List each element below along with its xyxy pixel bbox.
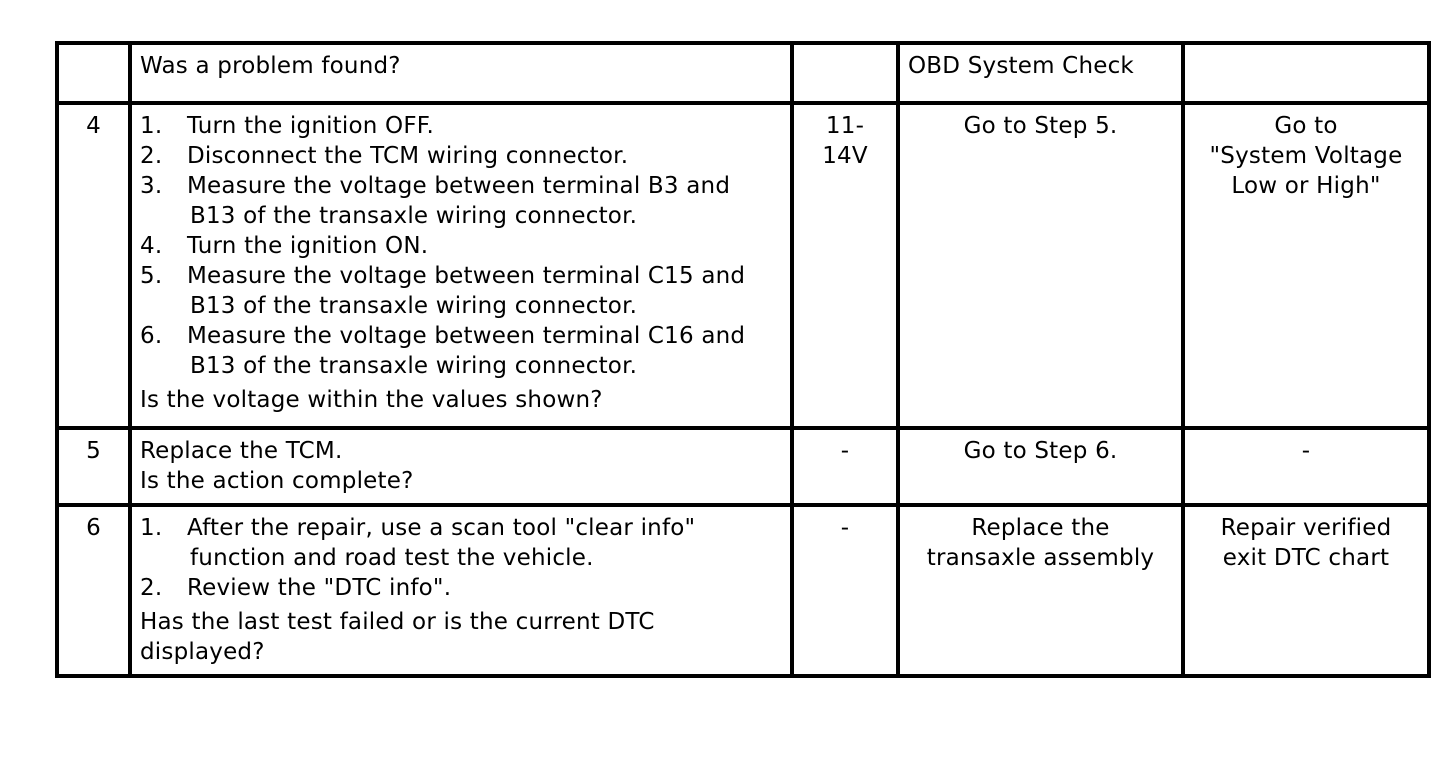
action-item: 4. Turn the ignition ON. <box>140 231 782 261</box>
action-text: Measure the voltage between terminal C16… <box>187 323 746 349</box>
step-cell: 5 <box>55 426 132 507</box>
question-text: Is the voltage within the values shown? <box>140 387 603 413</box>
action-number: 5. <box>140 263 163 289</box>
no-line: Repair verified <box>1220 515 1392 541</box>
yes-cell: Replace the transaxle assembly <box>896 503 1185 678</box>
yes-cell: OBD System Check <box>896 41 1185 105</box>
action-text: Measure the voltage between terminal B3 … <box>187 173 731 199</box>
table-row: 4 1. Turn the ignition OFF. 2. Disconnec… <box>55 101 1431 430</box>
no-line: Low or High" <box>1231 173 1381 199</box>
no-cell: - <box>1181 426 1431 507</box>
action-list: 1. Turn the ignition OFF. 2. Disconnect … <box>140 111 782 381</box>
action-list: 1. After the repair, use a scan tool "cl… <box>140 513 782 603</box>
yes-line: transaxle assembly <box>926 545 1155 571</box>
no-line: Go to <box>1274 113 1338 139</box>
action-item: 1. Turn the ignition OFF. <box>140 111 782 141</box>
value-cell <box>790 41 900 105</box>
action-item: 2. Review the "DTC info". <box>140 573 782 603</box>
value-cell: - <box>790 503 900 678</box>
action-number: 1. <box>140 113 163 139</box>
diagnostic-table: Was a problem found? OBD System Check 4 … <box>55 41 1431 678</box>
step-cell <box>55 41 132 105</box>
action-text-continued: function and road test the vehicle. <box>190 545 594 571</box>
question-line: Has the last test failed or is the curre… <box>140 609 655 635</box>
action-number: 4. <box>140 233 163 259</box>
no-cell <box>1181 41 1431 105</box>
action-cell: 1. After the repair, use a scan tool "cl… <box>128 503 794 678</box>
action-item: 6. Measure the voltage between terminal … <box>140 321 782 381</box>
step-cell: 6 <box>55 503 132 678</box>
action-number: 3. <box>140 173 163 199</box>
action-number: 1. <box>140 515 163 541</box>
table-row: 5 Replace the TCM. Is the action complet… <box>55 426 1431 507</box>
action-cell: 1. Turn the ignition OFF. 2. Disconnect … <box>128 101 794 430</box>
action-text: After the repair, use a scan tool "clear… <box>187 515 696 541</box>
value-cell: 11- 14V <box>790 101 900 430</box>
action-text: Disconnect the TCM wiring connector. <box>187 143 629 169</box>
action-text: Turn the ignition OFF. <box>187 113 435 139</box>
no-line: exit DTC chart <box>1222 545 1390 571</box>
table-row: 6 1. After the repair, use a scan tool "… <box>55 503 1431 678</box>
action-text: Turn the ignition ON. <box>187 233 429 259</box>
yes-line: Replace the <box>971 515 1110 541</box>
question-text: Has the last test failed or is the curre… <box>140 607 782 667</box>
question-line: displayed? <box>140 639 265 665</box>
value-line: 11- <box>825 113 865 139</box>
action-item: 5. Measure the voltage between terminal … <box>140 261 782 321</box>
question-text: Was a problem found? <box>140 53 401 79</box>
action-text: Measure the voltage between terminal C15… <box>187 263 746 289</box>
no-cell: Go to "System Voltage Low or High" <box>1181 101 1431 430</box>
action-number: 2. <box>140 143 163 169</box>
action-item: 3. Measure the voltage between terminal … <box>140 171 782 231</box>
table-row: Was a problem found? OBD System Check <box>55 41 1431 105</box>
action-text-continued: B13 of the transaxle wiring connector. <box>190 293 638 319</box>
action-item: 2. Disconnect the TCM wiring connector. <box>140 141 782 171</box>
action-number: 2. <box>140 575 163 601</box>
yes-cell: Go to Step 6. <box>896 426 1185 507</box>
step-cell: 4 <box>55 101 132 430</box>
no-line: "System Voltage <box>1209 143 1403 169</box>
action-cell: Replace the TCM. Is the action complete? <box>128 426 794 507</box>
action-text: Review the "DTC info". <box>187 575 452 601</box>
yes-cell: Go to Step 5. <box>896 101 1185 430</box>
action-item: 1. After the repair, use a scan tool "cl… <box>140 513 782 573</box>
question-text: Is the action complete? <box>140 468 414 494</box>
no-cell: Repair verified exit DTC chart <box>1181 503 1431 678</box>
action-text-continued: B13 of the transaxle wiring connector. <box>190 353 638 379</box>
value-line: 14V <box>822 143 868 169</box>
action-text-continued: B13 of the transaxle wiring connector. <box>190 203 638 229</box>
action-text: Replace the TCM. <box>140 438 343 464</box>
action-cell: Was a problem found? <box>128 41 794 105</box>
action-number: 6. <box>140 323 163 349</box>
value-cell: - <box>790 426 900 507</box>
